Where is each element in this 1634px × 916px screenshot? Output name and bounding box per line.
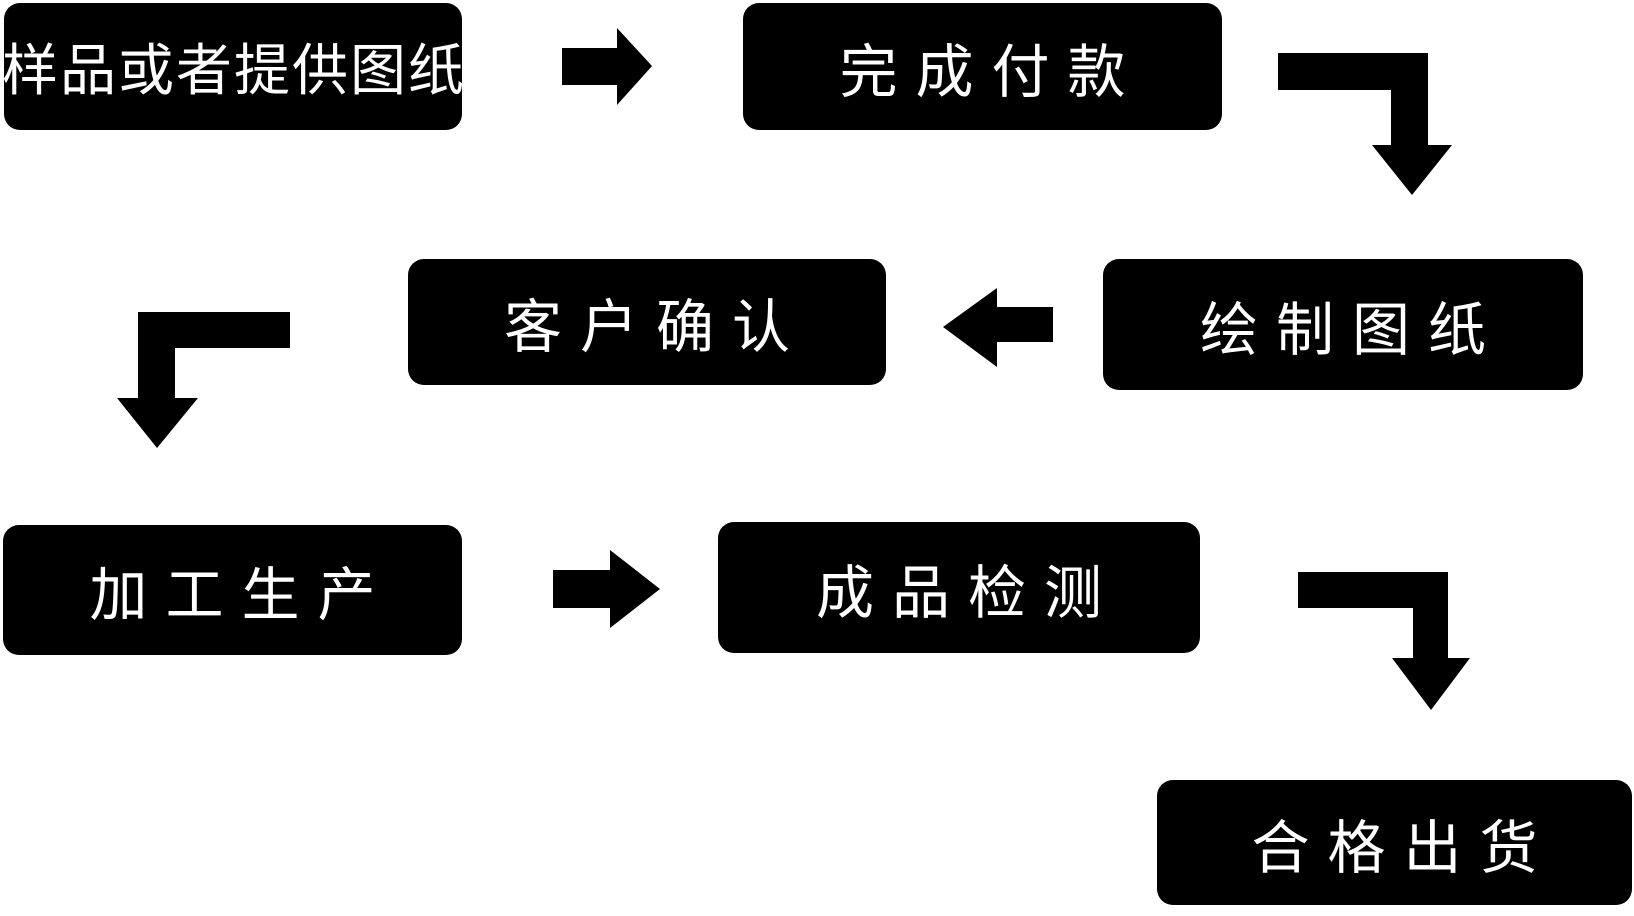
flow-step-sample-or-drawing: 样品或者提供图纸 (2, 3, 464, 130)
flow-step-label: 绘制图纸 (1199, 297, 1504, 363)
flow-step-complete-payment: 完成付款 (743, 3, 1222, 130)
flow-step-finished-product-inspection: 成品检测 (718, 522, 1200, 653)
arrow-elbow-down-step2-step4 (1278, 53, 1452, 195)
arrow-left-step4-step3 (943, 288, 1053, 367)
flow-step-processing-production: 加工生产 (3, 525, 462, 655)
flow-step-label: 加工生产 (89, 563, 394, 628)
flow-step-label: 合格出货 (1251, 815, 1556, 881)
flow-step-customer-confirmation: 客户确认 (408, 259, 886, 385)
flow-step-label: 完成付款 (839, 39, 1144, 105)
flow-step-qualified-shipment: 合格出货 (1157, 780, 1632, 905)
flow-step-draw-drawings: 绘制图纸 (1103, 259, 1583, 390)
arrow-right-step1-step2 (562, 28, 652, 105)
flow-step-label: 成品检测 (815, 560, 1120, 626)
arrow-elbow-down-step3-step5 (117, 312, 290, 448)
arrow-right-step5-step6 (553, 550, 660, 628)
flow-step-label: 客户确认 (503, 295, 808, 360)
arrow-elbow-down-step6-step7 (1298, 572, 1470, 710)
flow-step-label: 样品或者提供图纸 (2, 39, 466, 102)
